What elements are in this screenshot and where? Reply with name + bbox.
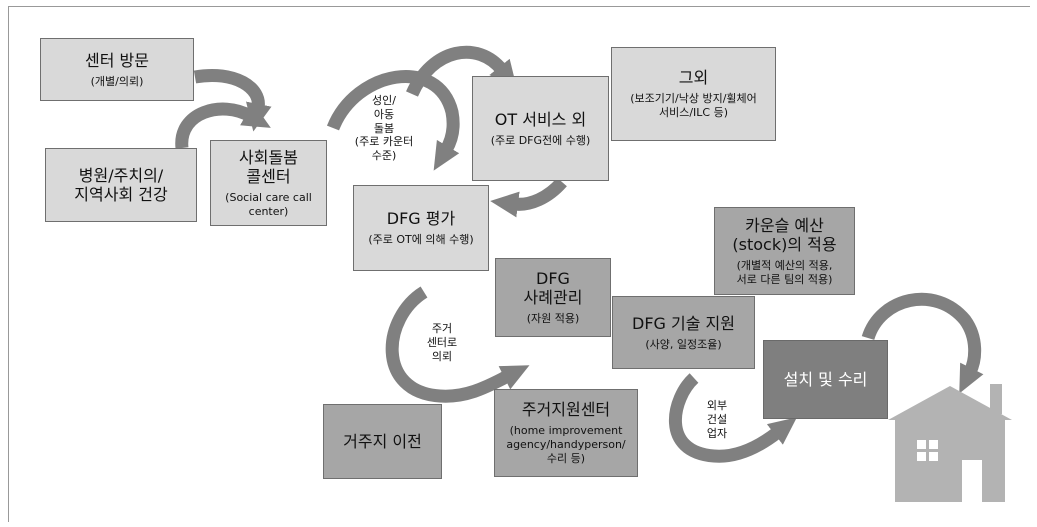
- box-subtitle: (주로 OT에 의해 수행): [368, 233, 474, 247]
- hospital-box: 병원/주치의/ 지역사회 건강: [45, 148, 197, 222]
- house-icon: [888, 384, 1012, 502]
- curved-arrow-icon: [490, 177, 567, 218]
- box-title: 병원/주치의/ 지역사회 건강: [74, 165, 168, 204]
- box-subtitle: (주로 DFG전에 수행): [490, 133, 591, 147]
- curved-arrow-icon: [385, 286, 530, 403]
- curved-arrow-icon: [669, 373, 797, 463]
- box-title: 설치 및 수리: [783, 369, 868, 389]
- contractor-label: 외부 건설 업자: [706, 399, 728, 440]
- curved-arrow-icon: [193, 69, 272, 132]
- dfg-tech-support-box: DFG 기술 지원 (사양, 일정조율): [612, 296, 755, 369]
- dfg-case-management-box: DFG 사례관리 (자원 적용): [495, 258, 611, 337]
- box-subtitle: (자원 적용): [526, 312, 580, 326]
- housing-referral-label: 주거 센터로 의뢰: [426, 322, 458, 363]
- box-title: 그외: [678, 68, 709, 88]
- install-repair-box: 설치 및 수리: [763, 340, 888, 419]
- council-budget-box: 카운슬 예산 (stock)의 적용 (개별적 예산의 적용, 서로 다른 팀의…: [714, 207, 855, 295]
- curved-arrow-icon: [861, 292, 984, 394]
- box-subtitle: (home improvement agency/handyperson/ 수리…: [506, 424, 626, 465]
- box-title: 센터 방문: [85, 50, 149, 70]
- curved-arrow-icon: [326, 70, 460, 171]
- callcenter-box: 사회돌봄 콜센터 (Social care call center): [210, 140, 327, 226]
- curved-arrow-icon: [406, 45, 518, 97]
- box-title: DFG 사례관리: [523, 268, 583, 308]
- ot-service-box: OT 서비스 외 (주로 DFG전에 수행): [472, 76, 609, 181]
- box-title: 거주지 이전: [343, 431, 422, 451]
- curved-arrow-icon: [175, 102, 271, 149]
- box-title: DFG 기술 지원: [632, 313, 735, 333]
- center-visit-box: 센터 방문 (개별/의뢰): [40, 38, 194, 101]
- box-subtitle: (사양, 일정조율): [645, 337, 722, 351]
- box-title: DFG 평가: [386, 209, 456, 229]
- other-box: 그외 (보조기기/낙상 방지/휠체어 서비스/ILC 등): [611, 47, 776, 141]
- relocation-box: 거주지 이전: [323, 404, 442, 479]
- box-subtitle: (보조기기/낙상 방지/휠체어 서비스/ILC 등): [630, 92, 757, 120]
- diagram-frame: [8, 6, 1030, 522]
- box-subtitle: (개별적 예산의 적용, 서로 다른 팀의 적용): [736, 258, 833, 286]
- box-title: OT 서비스 외: [494, 109, 587, 129]
- box-title: 주거지원센터: [521, 400, 611, 420]
- box-subtitle: (Social care call center): [225, 190, 312, 218]
- adult-child-care-label: 성인/ 아동 돌봄 (주로 카운터 수준): [354, 94, 414, 162]
- housing-support-center-box: 주거지원센터 (home improvement agency/handyper…: [494, 389, 638, 477]
- box-subtitle: (개별/의뢰): [90, 74, 144, 88]
- box-title: 사회돌봄 콜센터: [239, 147, 298, 186]
- box-title: 카운슬 예산 (stock)의 적용: [732, 215, 837, 254]
- dfg-evaluation-box: DFG 평가 (주로 OT에 의해 수행): [353, 185, 489, 271]
